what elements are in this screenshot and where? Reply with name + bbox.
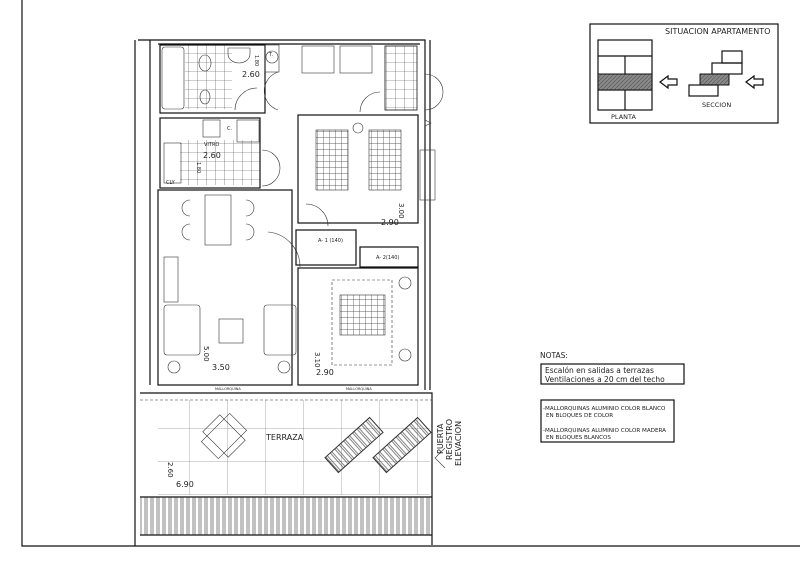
planta-label: PLANTA (611, 113, 636, 121)
bedroom-2: 3.10 2.90 MALLORQUINA (297, 267, 419, 391)
vitro-label: VITRO (204, 142, 219, 148)
note-5: -MALLORQUINAS ALUMINIO COLOR MADERA (543, 428, 666, 434)
situacion-title: SITUACION APARTAMENTO (665, 27, 770, 36)
note-3: -MALLORQUINAS ALUMINIO COLOR BLANCO (543, 406, 666, 412)
washing-machine (163, 142, 182, 184)
closet-1-label: A- 1 (140) (318, 238, 343, 244)
arrow-left-icon (659, 74, 678, 90)
living-height: 5.00 (202, 346, 210, 362)
living-width: 3.50 (212, 363, 230, 372)
kitchen-width: 2.60 (203, 151, 221, 160)
terrace-table (200, 412, 248, 460)
stove (202, 119, 221, 138)
apartment-plan: T. 2.60 1.80 C. VITRO 2.60 1.80 CLY (134, 39, 463, 546)
sofa-right (263, 304, 297, 356)
note-4: EN BLOQUES DE COLOR (546, 413, 613, 419)
closet-2-label: A- 2(140) (376, 255, 399, 261)
door-note-1: PUERTA (436, 423, 445, 454)
seccion-label: SECCION (702, 101, 731, 109)
toilet-label: T. (268, 52, 273, 58)
bedroom2-width: 2.90 (316, 368, 334, 377)
note-1: Escalón en salidas a terrazas (545, 366, 654, 375)
notes: NOTAS: Escalón en salidas a terrazas Ven… (540, 351, 685, 443)
terrace-height: 2.60 (166, 462, 174, 478)
bathroom: T. 2.60 1.80 (159, 44, 280, 114)
water-heater (265, 50, 279, 64)
page-frame (21, 0, 800, 547)
toilet (198, 54, 212, 72)
dining-table (204, 194, 232, 246)
sofa-left (163, 304, 201, 356)
bath-height: 1.80 (253, 55, 259, 66)
tv-stand (163, 256, 179, 303)
situacion-apartamento-box: SITUACION APARTAMENTO PLANTA SECCION (589, 23, 779, 124)
window-1-label: MALLORQUINA (215, 387, 241, 391)
sink (227, 47, 251, 64)
bidet (199, 89, 211, 105)
planta-diagram (597, 39, 678, 111)
door-note-3: ELEVACION (454, 421, 463, 466)
terrace: TERRAZA 2.60 6.90 PUERTA REGISTRO ELEVAC… (140, 392, 463, 545)
living-room: 5.00 3.50 MALLORQUINA (157, 189, 301, 391)
terrace-width: 6.90 (176, 480, 194, 489)
bath-width: 2.60 (242, 70, 260, 79)
note-2: Ventilaciones a 20 cm del techo (545, 375, 665, 384)
fridge (236, 119, 260, 143)
terrace-label: TERRAZA (265, 433, 304, 442)
kitchen-c-label: C. (227, 126, 232, 132)
bedroom-1: 2.90 3.00 (297, 114, 419, 227)
coffee-table (218, 318, 244, 344)
arrow-left-icon (745, 74, 764, 90)
window-2-label: MALLORQUINA (346, 387, 372, 391)
bedroom2-height: 3.10 (313, 352, 321, 368)
door-note-2: REGISTRO (445, 419, 454, 460)
bedroom1-height: 3.00 (397, 203, 405, 219)
seccion-diagram (688, 50, 764, 97)
kitchen: C. VITRO 2.60 1.80 CLY (159, 117, 281, 189)
kitchen-height: 1.80 (195, 162, 201, 173)
bathtub (161, 46, 185, 110)
notes-title: NOTAS: (540, 351, 568, 360)
cly-label: CLY (166, 180, 176, 186)
note-6: EN BLOQUES BLANCOS (546, 435, 611, 441)
bedroom1-width: 2.90 (381, 218, 399, 227)
